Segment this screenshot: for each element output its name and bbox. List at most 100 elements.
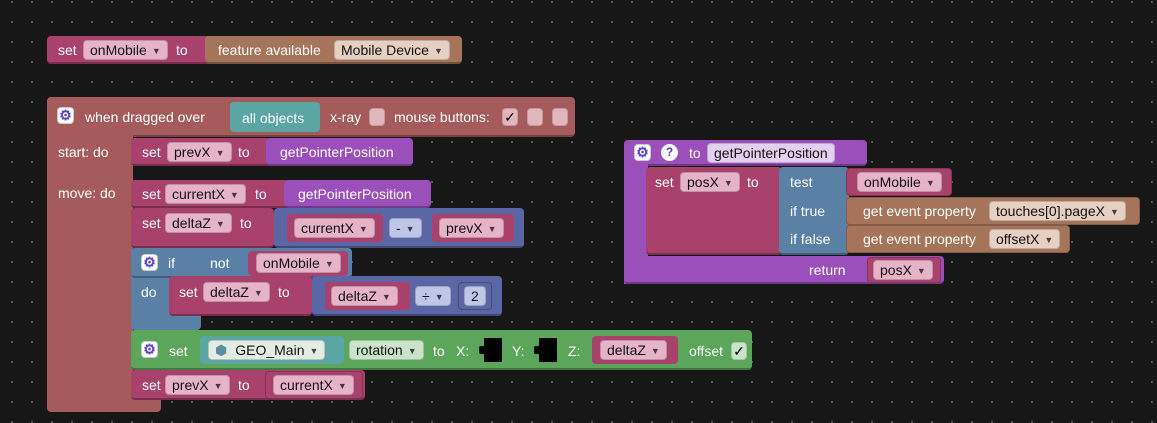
event-property-dropdown[interactable]: touches[0].pageX▼: [989, 201, 1126, 221]
xray-checkbox[interactable]: [369, 108, 385, 126]
target-objects-value: all objects: [242, 110, 305, 126]
set-label: set: [142, 186, 161, 202]
variable-dropdown-deltaz[interactable]: deltaZ▼: [600, 340, 667, 360]
feature-available-label: feature available: [218, 42, 321, 58]
set-label: set: [58, 42, 77, 58]
variable-dropdown-currentx[interactable]: currentX▼: [273, 375, 354, 395]
set-label: set: [179, 284, 198, 300]
when-dragged-over-label: when dragged over: [85, 109, 205, 125]
chevron-down-icon: ▼: [337, 381, 347, 391]
ternary-block[interactable]: [779, 167, 849, 255]
chevron-down-icon: ▼: [650, 346, 660, 356]
not-label: not: [210, 255, 230, 271]
empty-y-input-socket[interactable]: [534, 338, 557, 362]
object-dropdown[interactable]: ⬢GEO_Main▼: [208, 340, 326, 360]
feature-dropdown[interactable]: Mobile Device▼: [334, 40, 450, 60]
operator-dropdown[interactable]: ÷▼: [415, 286, 451, 306]
xray-label: x-ray: [330, 109, 362, 125]
event-block-left-arm: [47, 130, 133, 400]
to-label: to: [278, 284, 290, 300]
chevron-down-icon: ▼: [309, 346, 319, 356]
do-label: do: [141, 284, 157, 300]
chevron-down-icon: ▼: [229, 190, 239, 200]
gear-icon[interactable]: ⚙: [141, 254, 158, 271]
chevron-down-icon: ▼: [916, 266, 926, 276]
variable-dropdown-prevx[interactable]: prevX▼: [165, 375, 230, 395]
offset-checkbox[interactable]: ✓: [731, 342, 747, 360]
operator-dropdown[interactable]: -▼: [389, 218, 422, 238]
set-label: set: [169, 343, 188, 359]
get-event-property-label: get event property: [863, 231, 976, 247]
mouse-button-left-checkbox[interactable]: ✓: [502, 108, 518, 126]
chevron-down-icon: ▼: [433, 46, 443, 56]
variable-dropdown-currentx[interactable]: currentX▼: [165, 184, 246, 204]
chevron-down-icon: ▼: [434, 292, 444, 302]
chevron-down-icon: ▼: [1109, 207, 1119, 217]
to-label: to: [255, 186, 267, 202]
chevron-down-icon: ▼: [381, 292, 391, 302]
cube-icon: ⬢: [215, 342, 228, 358]
variable-dropdown-onmobile[interactable]: onMobile▼: [256, 253, 341, 273]
variable-dropdown-onmobile[interactable]: onMobile▼: [857, 172, 942, 192]
variable-dropdown-deltaz[interactable]: deltaZ▼: [203, 282, 270, 302]
y-label: Y:: [512, 343, 525, 359]
chevron-down-icon: ▼: [253, 288, 263, 298]
property-dropdown[interactable]: rotation▼: [349, 340, 424, 360]
offset-label: offset: [689, 343, 723, 359]
to-label: to: [433, 343, 445, 359]
variable-dropdown-posx[interactable]: posX▼: [680, 172, 740, 192]
chevron-down-icon: ▼: [215, 148, 225, 158]
start-do-label: start: do: [58, 144, 109, 160]
event-property-dropdown[interactable]: offsetX▼: [989, 229, 1061, 249]
return-label: return: [809, 262, 846, 278]
call-getpointerposition-label: getPointerPosition: [298, 186, 412, 202]
gear-icon[interactable]: ⚙: [141, 341, 158, 358]
chevron-down-icon: ▼: [151, 46, 161, 56]
gear-icon[interactable]: ⚙: [634, 144, 651, 161]
chevron-down-icon: ▼: [405, 224, 415, 234]
get-event-property-label: get event property: [863, 203, 976, 219]
chevron-down-icon: ▼: [213, 381, 223, 391]
if-false-label: if false: [790, 231, 831, 247]
target-objects-block[interactable]: [230, 102, 320, 132]
mouse-button-middle-checkbox[interactable]: [527, 108, 543, 126]
if-label: if: [168, 255, 175, 271]
gear-icon[interactable]: ⚙: [57, 107, 74, 124]
variable-dropdown-deltaz[interactable]: deltaZ▼: [331, 286, 398, 306]
empty-x-input-socket[interactable]: [479, 338, 502, 362]
variable-dropdown-posx[interactable]: posX▼: [873, 260, 933, 280]
chevron-down-icon: ▼: [925, 178, 935, 188]
to-label: to: [238, 377, 250, 393]
if-true-label: if true: [790, 203, 826, 219]
variable-dropdown-currentx[interactable]: currentX▼: [294, 218, 375, 238]
variable-dropdown-prevx[interactable]: prevX▼: [439, 218, 504, 238]
to-label: to: [689, 145, 701, 161]
call-getpointerposition-label: getPointerPosition: [280, 144, 394, 160]
chevron-down-icon: ▼: [1044, 235, 1054, 245]
call-getpointerposition-block[interactable]: [284, 180, 431, 208]
mouse-buttons-label: mouse buttons:: [394, 109, 490, 125]
z-label: Z:: [568, 343, 581, 359]
set-label: set: [655, 174, 674, 190]
chevron-down-icon: ▼: [407, 346, 417, 356]
chevron-down-icon: ▼: [487, 224, 497, 234]
move-do-label: move: do: [58, 185, 116, 201]
to-label: to: [240, 215, 252, 231]
set-label: set: [142, 215, 161, 231]
chevron-down-icon: ▼: [215, 219, 225, 229]
to-label: to: [176, 42, 188, 58]
variable-dropdown-deltaz[interactable]: deltaZ▼: [165, 213, 232, 233]
variable-dropdown-onmobile[interactable]: onMobile▼: [83, 40, 168, 60]
x-label: X:: [456, 343, 470, 359]
number-input[interactable]: 2: [464, 286, 486, 306]
help-icon[interactable]: ?: [661, 144, 678, 161]
set-label: set: [142, 144, 161, 160]
set-label: set: [142, 377, 161, 393]
call-getpointerposition-block[interactable]: [266, 138, 413, 166]
chevron-down-icon: ▼: [324, 259, 334, 269]
mouse-button-right-checkbox[interactable]: [552, 108, 568, 126]
procedure-name-field[interactable]: getPointerPosition: [707, 143, 835, 163]
test-label: test: [790, 174, 813, 190]
variable-dropdown-prevx[interactable]: prevX▼: [167, 142, 232, 162]
to-label: to: [747, 174, 759, 190]
